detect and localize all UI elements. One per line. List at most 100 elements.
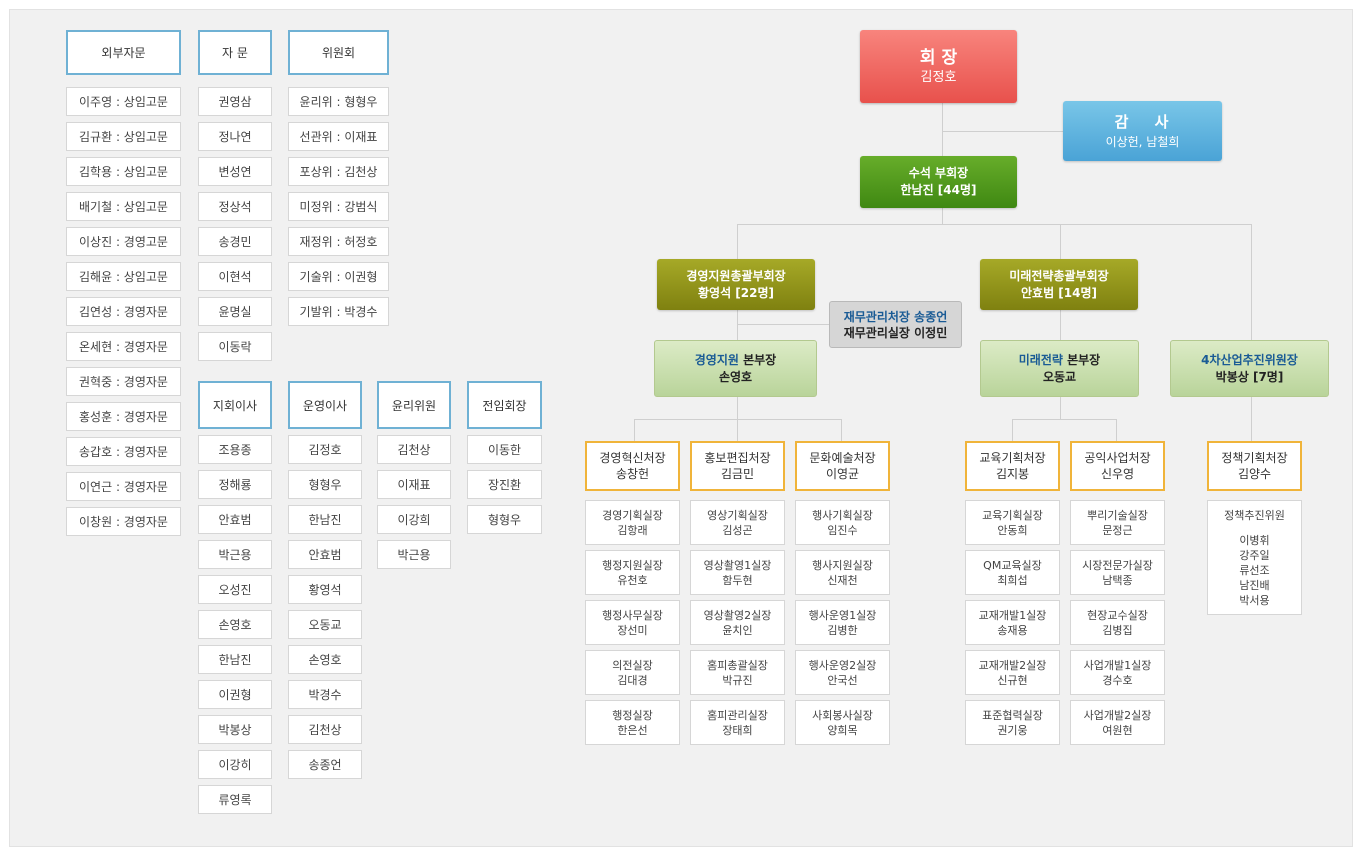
regional-directors-member: 정해룡 — [198, 470, 272, 499]
office-head-name: 안동희 — [997, 523, 1028, 537]
regional-directors-member: 이권형 — [198, 680, 272, 709]
future-hq-name: 오동교 — [1042, 369, 1077, 384]
regional-directors-member: 손영호 — [198, 610, 272, 639]
office-title: 교재개발2실장 — [978, 658, 1047, 672]
office-head-name: 신재천 — [827, 573, 858, 587]
external-advisors-member: 김학용 : 상임고문 — [66, 157, 181, 186]
committee-header: 위원회 — [288, 30, 389, 75]
division-head-name: 이영균 — [825, 467, 860, 481]
office-title: 행정지원실장 — [602, 558, 663, 572]
office-title: 사업개발1실장 — [1083, 658, 1152, 672]
division-title: 공익사업처장 — [1084, 451, 1151, 465]
office-head-name: 김병집 — [1102, 623, 1133, 637]
committee-member: 미정위 : 강범식 — [288, 192, 389, 221]
office-head-name: 신규현 — [997, 673, 1028, 687]
office-head-name: 경수호 — [1102, 673, 1133, 687]
former-presidents-member: 형형우 — [467, 505, 542, 534]
external-advisors-member: 이창원 : 경영자문 — [66, 507, 181, 536]
division-head-name: 신우영 — [1100, 467, 1135, 481]
external-advisors-member: 김연성 : 경영자문 — [66, 297, 181, 326]
office-title: 행사기획실장 — [812, 508, 873, 522]
operating-directors-member: 송종언 — [288, 750, 362, 779]
regional-directors-member: 박봉상 — [198, 715, 272, 744]
advisory-member: 이현석 — [198, 262, 272, 291]
office-head-name: 안국선 — [827, 673, 858, 687]
ethics-members-member: 박근용 — [377, 540, 451, 569]
regional-directors-header: 지회이사 — [198, 381, 272, 429]
division-head-name: 송창헌 — [615, 467, 650, 481]
external-advisors-member: 이주영 : 상임고문 — [66, 87, 181, 116]
advisory-member: 정나연 — [198, 122, 272, 151]
office-head-name: 한은선 — [617, 723, 648, 737]
future-vp-name: 안효범 [14명] — [1020, 285, 1097, 300]
external-advisors-member: 권혁중 : 경영자문 — [66, 367, 181, 396]
advisory-member: 정상석 — [198, 192, 272, 221]
office-title: 홈피관리실장 — [707, 708, 768, 722]
future-hq-title-rest: 본부장 — [1062, 352, 1101, 367]
advisory-member: 송경민 — [198, 227, 272, 256]
mgmt-hq-node: 경영지원 본부장 손영호 — [654, 340, 817, 397]
mgmt-vp-node: 경영지원총괄부회장 황영석 [22명] — [657, 259, 815, 310]
division-head-name: 김지봉 — [995, 467, 1030, 481]
former-presidents-member: 이동한 — [467, 435, 542, 464]
committee-member: 기술위 : 이권형 — [288, 262, 389, 291]
advisory-member: 이동락 — [198, 332, 272, 361]
future-hq-title-colored: 미래전략 — [1018, 352, 1063, 367]
operating-directors-header: 운영이사 — [288, 381, 362, 429]
senior-vp-node: 수석 부회장 한남진 [44명] — [860, 156, 1017, 208]
office-head-name: 유천호 — [617, 573, 648, 587]
committee-member: 포상위 : 김천상 — [288, 157, 389, 186]
policy-committee-title: 정책추진위원 — [1224, 509, 1285, 522]
office-title: 홈피총괄실장 — [707, 658, 768, 672]
office-head-name: 박규진 — [722, 673, 753, 687]
president-name: 김정호 — [920, 69, 957, 85]
auditor-node: 감 사 이상헌, 남철희 — [1063, 101, 1222, 161]
external-advisors-member: 이연근 : 경영자문 — [66, 472, 181, 501]
operating-directors-member: 안효범 — [288, 540, 362, 569]
operating-directors-member: 오동교 — [288, 610, 362, 639]
president-title: 회 장 — [919, 47, 958, 68]
office-head-name: 김병한 — [827, 623, 858, 637]
industry4-title: 4차산업추진위원장 — [1201, 352, 1298, 367]
auditor-title: 감 사 — [1114, 113, 1171, 131]
office-title: 뿌리기술실장 — [1087, 508, 1148, 522]
division-title: 경영혁신처장 — [599, 451, 666, 465]
operating-directors-member: 한남진 — [288, 505, 362, 534]
senior-vp-name: 한남진 [44명] — [900, 183, 977, 197]
division-head-name: 김금민 — [720, 467, 755, 481]
mgmt-vp-name: 황영석 [22명] — [697, 285, 774, 300]
office-title: 교육기획실장 — [982, 508, 1043, 522]
future-hq-node: 미래전략 본부장 오동교 — [980, 340, 1139, 397]
division-title: 문화예술처장 — [809, 451, 876, 465]
office-title: 행정실장 — [612, 708, 653, 722]
regional-directors-member: 류영록 — [198, 785, 272, 814]
committee-member: 기발위 : 박경수 — [288, 297, 389, 326]
office-title: 행사운영2실장 — [808, 658, 877, 672]
office-title: 영상촬영1실장 — [703, 558, 772, 572]
advisory-member: 권영삼 — [198, 87, 272, 116]
regional-directors-member: 이강히 — [198, 750, 272, 779]
external-advisors-member: 배기철 : 상임고문 — [66, 192, 181, 221]
ethics-members-member: 이강희 — [377, 505, 451, 534]
